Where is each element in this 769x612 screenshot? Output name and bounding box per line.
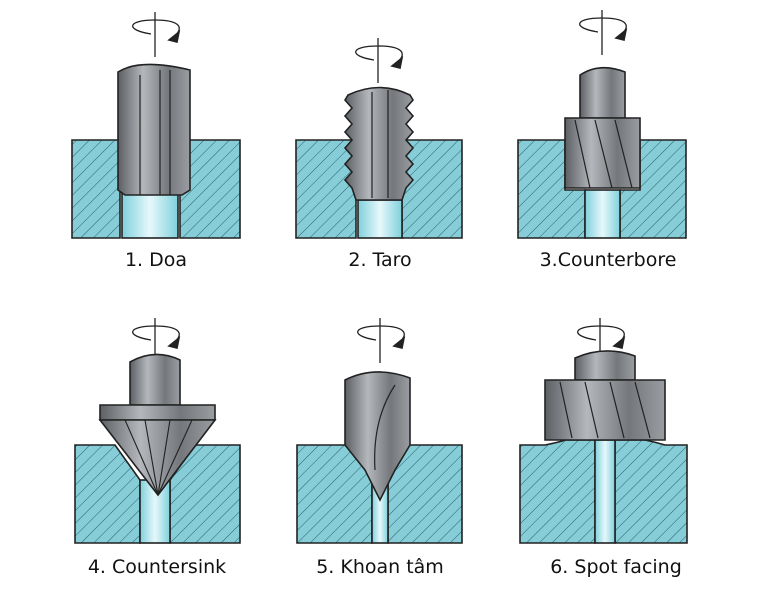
shank	[129, 353, 181, 406]
panel-khoan-tam	[296, 317, 463, 544]
center-drill-tool	[344, 371, 411, 502]
label-countersink: 4. Countersink	[87, 556, 227, 578]
label-doa: 1. Doa	[124, 249, 188, 271]
label-taro: 2. Taro	[348, 249, 412, 271]
hole	[357, 199, 403, 239]
rotation-icon	[131, 11, 181, 58]
panel-doa	[71, 11, 241, 239]
hole	[121, 192, 179, 239]
label-counterbore: 3.Counterbore	[539, 249, 677, 271]
hole	[584, 189, 621, 239]
rotation-icon	[354, 37, 404, 84]
hole	[594, 439, 616, 544]
panel-countersink	[74, 317, 241, 544]
cutter-disk	[99, 404, 216, 421]
counterbore-tool	[564, 117, 641, 189]
label-khoan-tam: 5. Khoan tâm	[316, 556, 444, 578]
panel-counterbore	[517, 9, 687, 239]
shank	[579, 66, 626, 119]
shank	[574, 350, 636, 381]
panel-taro	[295, 37, 463, 239]
spot-facing-tool	[544, 379, 666, 441]
label-spot-facing: 6. Spot facing	[550, 556, 682, 578]
reamer-tool	[117, 63, 191, 196]
tap-tool	[343, 86, 415, 201]
panel-spot-facing	[519, 317, 688, 544]
workpiece	[71, 139, 241, 239]
rotation-icon	[356, 317, 406, 364]
countersink-tool	[98, 419, 217, 497]
rotation-icon	[578, 9, 628, 56]
